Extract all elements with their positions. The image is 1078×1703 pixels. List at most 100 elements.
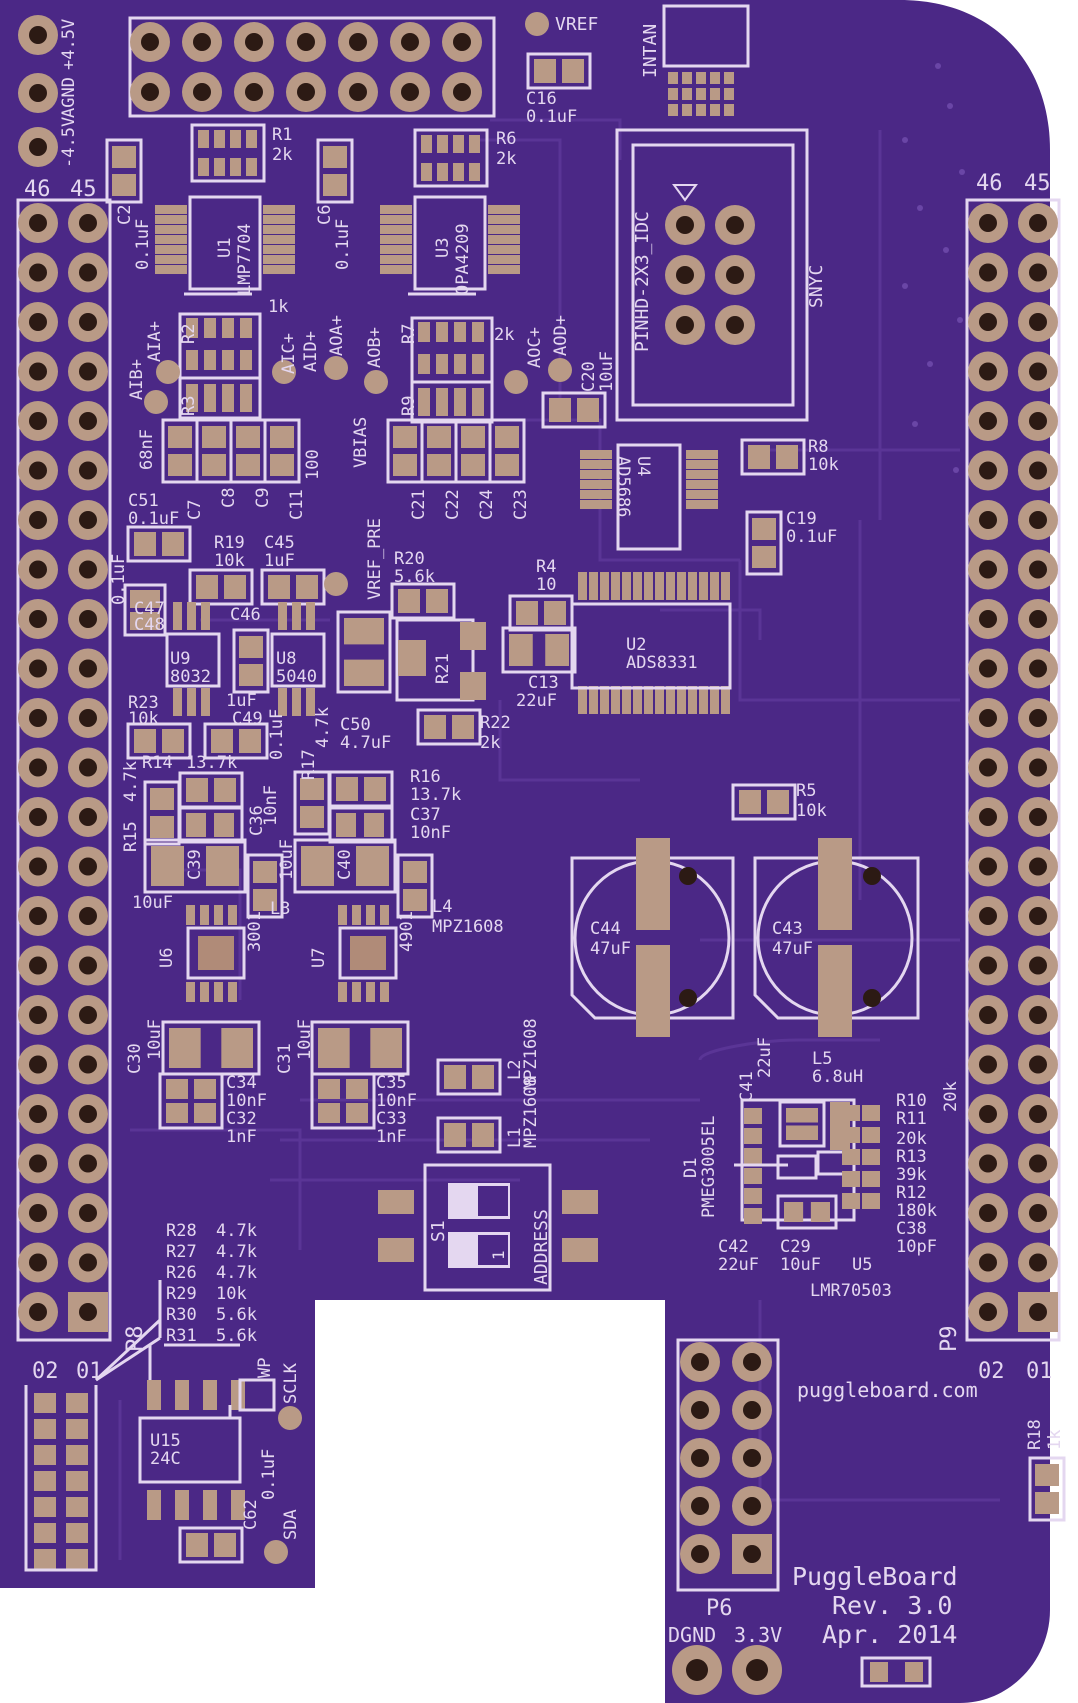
ref-c51: C51 <box>128 491 159 511</box>
val-c47: 0.1uF <box>109 554 129 605</box>
val-r15: 4.7k <box>121 761 141 802</box>
ref-r6: R6 <box>496 129 516 149</box>
sig-aod: AOD+ <box>551 315 571 356</box>
ref-c6: C6 <box>315 205 335 225</box>
label-s1: S1 <box>428 1220 449 1242</box>
ref-r19: R19 <box>214 533 245 553</box>
val-r16: 13.7k <box>410 785 461 805</box>
val-r10: 20k <box>896 1129 927 1149</box>
val-c34: 10nF <box>226 1091 267 1111</box>
ref-r3: R3 <box>179 396 199 416</box>
val-r1: 2k <box>272 145 292 165</box>
ref-u5: U5 <box>852 1255 872 1275</box>
val-u8: 5040 <box>276 667 317 687</box>
ref-c36: C36 <box>247 805 267 836</box>
ref-c34: C34 <box>226 1073 257 1093</box>
ref-c33: C33 <box>376 1109 407 1129</box>
ref-c22: C22 <box>443 489 463 520</box>
val-r14: 13.7k <box>186 753 237 773</box>
sig-aid: AID+ <box>301 331 321 372</box>
sig-sclk: SCLK <box>281 1362 301 1404</box>
smd-components <box>105 52 1066 1564</box>
ref-c2: C2 <box>115 205 135 225</box>
label-r02: 02 <box>978 1359 1005 1384</box>
ref-u15: U15 <box>150 1431 181 1451</box>
ref-c37: C37 <box>410 805 441 825</box>
ref-c41: C41 <box>737 1071 757 1102</box>
ref-r11: R11 <box>896 1109 927 1129</box>
diode-symbol <box>860 1656 932 1688</box>
ref-eeprom-r0: R28 <box>166 1221 197 1241</box>
val-c29: 10uF <box>780 1255 821 1275</box>
ref-c11: C11 <box>287 489 307 520</box>
label-p9: P9 <box>937 1326 962 1353</box>
ref-r15: R15 <box>121 821 141 852</box>
ref-l1: L1 <box>505 1128 525 1148</box>
vref-testpoint <box>525 12 549 36</box>
ref-d1: D1 <box>681 1158 701 1178</box>
ref-u6: U6 <box>157 948 177 968</box>
ref-c8: C8 <box>219 488 239 508</box>
ref-u1: U1 <box>215 238 235 258</box>
val-c42: 22uF <box>718 1255 759 1275</box>
ref-r20: R20 <box>394 549 425 569</box>
title-line1: PuggleBoard <box>792 1562 958 1591</box>
cap-100: 100 <box>303 449 323 480</box>
val-l2: MPZ1608 <box>521 1018 541 1090</box>
ref-eeprom-r5: R31 <box>166 1326 197 1346</box>
val-l4: MPZ1608 <box>432 917 504 937</box>
idc-outline <box>615 128 809 422</box>
ref-c50: C50 <box>340 715 371 735</box>
ref-r22: R22 <box>480 713 511 733</box>
val-u6: 3001 <box>245 911 265 952</box>
label-l46: 46 <box>24 177 51 202</box>
title-line3: Apr. 2014 <box>822 1620 957 1649</box>
val-r23: 10k <box>128 709 159 729</box>
val-r22: 2k <box>480 733 500 753</box>
label-idc-name: PINHD-2X3_IDC <box>632 211 653 352</box>
ref-c48: C48 <box>134 615 165 635</box>
val-r17: 4.7k <box>313 707 333 748</box>
ref-r1: R1 <box>272 125 292 145</box>
label-l01: 01 <box>76 1359 103 1384</box>
ref-eeprom-r3: R29 <box>166 1284 197 1304</box>
val-u4: AD5686 <box>613 456 633 517</box>
val-r8: 10k <box>808 455 839 475</box>
label-r45: 45 <box>1024 171 1051 196</box>
val-r2: 1k <box>268 297 288 317</box>
val-c19: 0.1uF <box>786 527 837 547</box>
val-c50: 4.7uF <box>340 733 391 753</box>
p6-outline <box>676 1338 780 1592</box>
pin1-marker-icon <box>672 184 698 202</box>
label-vref: VREF <box>555 14 598 35</box>
ref-eeprom-r2: R26 <box>166 1263 197 1283</box>
val-c20: 10uF <box>597 351 617 392</box>
val-eeprom-r2: 4.7k <box>216 1263 257 1283</box>
ref-r23: R23 <box>128 693 159 713</box>
ref-c30: C30 <box>125 1043 145 1074</box>
ref-r12: R12 <box>896 1183 927 1203</box>
ref-c46: C46 <box>230 605 261 625</box>
val-eeprom-r4: 5.6k <box>216 1305 257 1325</box>
label-r01: 01 <box>1026 1359 1053 1384</box>
ref-r10: R10 <box>896 1091 927 1111</box>
top-header-pads <box>128 16 496 118</box>
ref-c31: C31 <box>275 1043 295 1074</box>
intan-outline <box>662 4 750 68</box>
val-c36: 10nF <box>261 785 281 826</box>
val-eeprom-r0: 4.7k <box>216 1221 257 1241</box>
ref-c47: C47 <box>134 599 165 619</box>
label-l45: 45 <box>70 177 97 202</box>
label-vref-pre: VREF_PRE <box>365 518 385 600</box>
val-r12: 180k <box>896 1201 937 1221</box>
cap-c44 <box>570 838 735 1037</box>
ref-u3: U3 <box>433 238 453 258</box>
label-3v3: 3.3V <box>734 1623 782 1647</box>
label-p6: P6 <box>706 1596 733 1621</box>
val-c41: 22uF <box>755 1037 775 1078</box>
val-c13: 22uF <box>516 691 557 711</box>
ref-c44: C44 <box>590 919 621 939</box>
label-intan: INTAN <box>640 24 661 78</box>
ref-c20: C20 <box>579 361 599 392</box>
